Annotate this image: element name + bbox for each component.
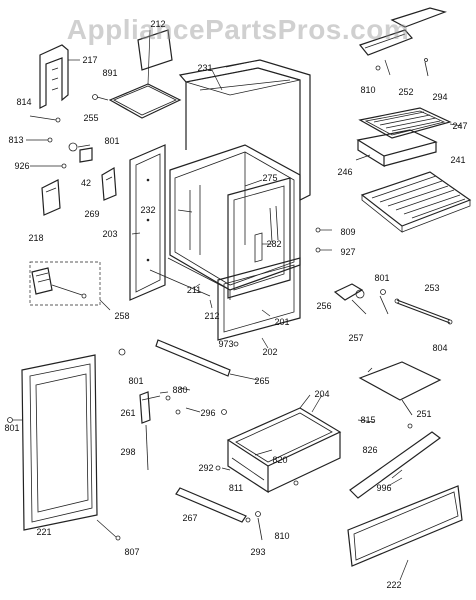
door-221-part	[7, 354, 121, 541]
drawer-204-part	[215, 394, 342, 494]
part-label: 217	[82, 55, 98, 65]
part-label: 293	[250, 547, 266, 557]
part-label: 269	[84, 209, 100, 219]
part-label: 927	[340, 247, 356, 257]
part-label: 813	[8, 135, 24, 145]
element-252-part	[358, 7, 447, 77]
part-label: 298	[120, 447, 136, 457]
part-label: 801	[374, 273, 390, 283]
panel-826-part	[349, 423, 442, 499]
part-label: 257	[348, 333, 364, 343]
watermark: AppliancePartsPros.com	[66, 14, 410, 45]
rod-253-804-part	[394, 298, 453, 325]
front-frame-203-part	[129, 144, 166, 301]
part-label: 801	[128, 376, 144, 386]
screws-809-927	[315, 227, 332, 253]
part-label: 247	[452, 121, 468, 131]
bracket-217-part	[39, 44, 80, 109]
hinge-parts	[139, 391, 227, 471]
part-label: 810	[274, 531, 290, 541]
part-label: 820	[272, 455, 288, 465]
trim-265-part	[118, 339, 259, 381]
part-label: 212	[204, 311, 220, 321]
part-label: 294	[432, 92, 448, 102]
rail-267-part	[175, 487, 263, 541]
part-label: 926	[14, 161, 30, 171]
oven-rack-241-part	[360, 171, 472, 233]
part-label: 252	[398, 87, 414, 97]
part-label: 201	[274, 317, 290, 327]
part-label: 261	[120, 408, 136, 418]
harness-258-part	[29, 261, 111, 311]
left-small-parts	[26, 115, 117, 216]
part-label: 203	[102, 229, 118, 239]
part-label: 880	[172, 385, 188, 395]
drawer-front-222-part	[347, 485, 463, 581]
part-label: 42	[80, 178, 92, 188]
part-label: 810	[360, 85, 376, 95]
part-label: 202	[262, 347, 278, 357]
part-label: 211	[186, 285, 202, 295]
part-label: 801	[104, 136, 120, 146]
part-label: 253	[424, 283, 440, 293]
part-label: 265	[254, 376, 270, 386]
element-251-part	[358, 361, 442, 416]
leader-lines	[131, 59, 403, 487]
part-label: 292	[198, 463, 214, 473]
part-label: 246	[337, 167, 353, 177]
part-label: 267	[182, 513, 198, 523]
part-label: 221	[36, 527, 52, 537]
part-label: 212	[150, 19, 166, 29]
part-label: 222	[386, 580, 402, 590]
part-label: 204	[314, 389, 330, 399]
part-label: 814	[16, 97, 32, 107]
part-label: 218	[28, 233, 44, 243]
part-label: 809	[340, 227, 356, 237]
part-label: 296	[200, 408, 216, 418]
part-label: 807	[124, 547, 140, 557]
part-label: 258	[114, 311, 130, 321]
part-label: 826	[362, 445, 378, 455]
base-211-part	[149, 257, 231, 300]
broiler-pan-247-part	[358, 107, 463, 139]
part-label: 275	[262, 173, 278, 183]
part-label: 973	[218, 339, 234, 349]
part-label: 801	[4, 423, 20, 433]
thermostat-256-part	[333, 283, 389, 315]
part-label: 231	[197, 63, 213, 73]
panel-202-part	[217, 257, 301, 341]
part-label: 256	[316, 301, 332, 311]
part-label: 996	[376, 483, 392, 493]
part-label: 811	[228, 483, 244, 493]
part-label: 815	[360, 415, 376, 425]
part-label: 804	[432, 343, 448, 353]
panel-212-top-part	[108, 29, 182, 119]
broiler-pan-246-part	[355, 129, 438, 168]
screw-891-part	[92, 94, 109, 101]
part-label: 255	[83, 113, 99, 123]
part-label: 282	[266, 239, 282, 249]
part-label: 251	[416, 409, 432, 419]
door-frame-201-part	[227, 177, 291, 299]
part-label: 232	[140, 205, 156, 215]
part-label: 891	[102, 68, 118, 78]
part-label: 241	[450, 155, 466, 165]
